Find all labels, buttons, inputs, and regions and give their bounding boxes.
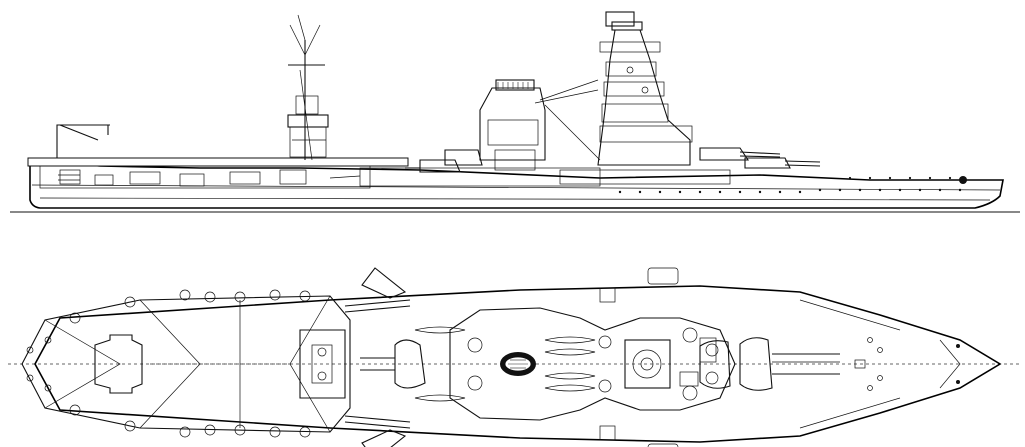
aft-turrets-plan xyxy=(299,299,411,429)
flight-deck-plan xyxy=(21,267,407,447)
forward-turrets-plan xyxy=(699,337,840,391)
profile-view xyxy=(10,11,1020,213)
plan-view xyxy=(8,267,1020,447)
forward-turrets-profile xyxy=(699,147,821,169)
mid-turrets-profile xyxy=(405,149,483,173)
bow-fittings xyxy=(799,299,961,429)
hull-profile xyxy=(29,159,1004,209)
hawse-pipe xyxy=(959,176,967,184)
top-fittings xyxy=(647,267,679,447)
aft-elevator xyxy=(94,334,143,394)
main-mast xyxy=(287,14,329,161)
superstructure-plan xyxy=(414,287,736,441)
porthole-row xyxy=(618,176,962,194)
gun-tubs-starboard xyxy=(69,404,311,438)
pagoda-tower xyxy=(534,11,693,166)
aft-crane xyxy=(56,124,110,158)
flight-deck-profile xyxy=(27,124,409,189)
mid-turrets-plan xyxy=(360,339,426,389)
secondary-mounts-plan xyxy=(467,327,719,401)
gun-tubs-port xyxy=(69,289,311,324)
funnel xyxy=(479,79,546,171)
hull-plan xyxy=(34,285,1002,443)
